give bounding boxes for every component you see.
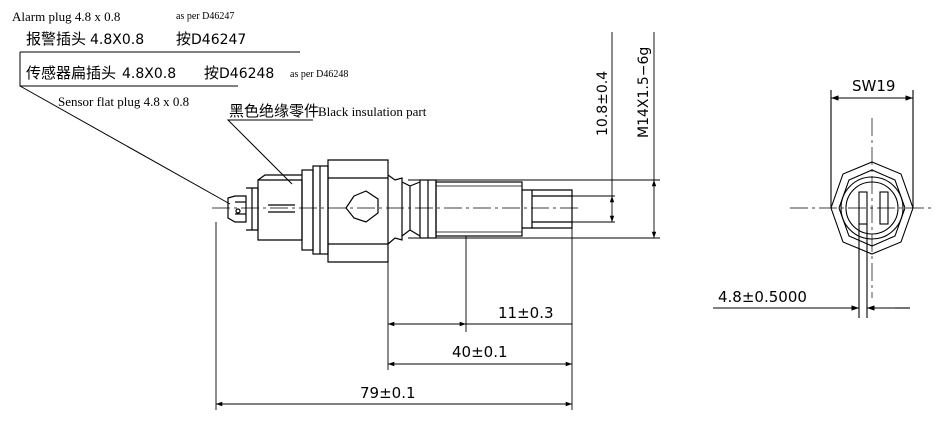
sensor-plug-size: 4.8X0.8 <box>122 66 176 82</box>
dim-79: 79±0.1 <box>360 384 416 402</box>
sensor-plug-label-en: Sensor flat plug 4.8 x 0.8 <box>58 94 189 109</box>
alarm-plug-code: D46247 <box>191 32 246 48</box>
dim-wrench-size: SW19 <box>852 77 895 95</box>
dim-40: 40±0.1 <box>452 343 508 361</box>
sensor-end-view <box>713 90 935 318</box>
alarm-plug-per-cn: 按 <box>176 30 191 48</box>
dim-thread-length: 10.8±0.4 <box>595 71 611 136</box>
alarm-plug-per-label-en: as per D46247 <box>176 11 234 22</box>
sensor-plug-label-cn: 传感器扁插头 <box>26 64 116 82</box>
dim-thread-spec: M14X1.5−6g <box>636 47 652 138</box>
sensor-plug-per-cn: 按 <box>204 64 219 82</box>
sensor-plug-leader <box>19 85 231 205</box>
insulation-label-cn: 黑色绝缘零件 <box>229 102 319 120</box>
sensor-side-view <box>212 159 582 263</box>
dimension-lines <box>215 32 660 410</box>
alarm-plug-label-en: Alarm plug 4.8 x 0.8 <box>12 9 120 24</box>
sensor-plug-per-label-en: as per D46248 <box>290 69 348 80</box>
alarm-plug-label-cn: 报警插头 <box>26 30 86 48</box>
dim-11: 11±0.3 <box>498 304 554 322</box>
insulation-leader <box>226 119 313 185</box>
insulation-label-en: Black insulation part <box>318 104 427 119</box>
alarm-plug-size: 4.8X0.8 <box>90 32 144 48</box>
dim-pin-width: 4.8±0.5000 <box>718 288 807 306</box>
sensor-plug-code: D46248 <box>219 66 274 82</box>
